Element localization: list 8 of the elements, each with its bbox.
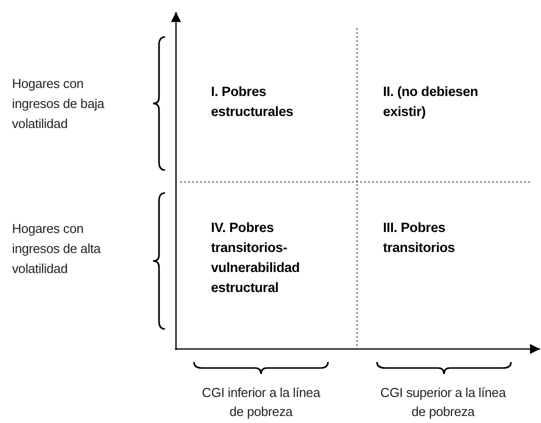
- axis-category-label: CGI inferior a la línea de pobreza: [200, 384, 322, 421]
- axis-category-label: Hogares con ingresos de alta volatilidad: [12, 220, 102, 278]
- quadrant-label: I. Pobres estructurales: [211, 83, 294, 121]
- quadrant-label: III. Pobres transitorios: [383, 219, 456, 257]
- quadrant-label: II. (no debiesen existir): [383, 83, 480, 121]
- axis-category-label: Hogares con ingresos de baja volatilidad: [12, 75, 106, 133]
- axis-category-label: CGI superior a la línea de pobreza: [379, 384, 507, 421]
- quadrant-label: IV. Pobres transitorios- vulnerabilidad estructural: [211, 219, 301, 297]
